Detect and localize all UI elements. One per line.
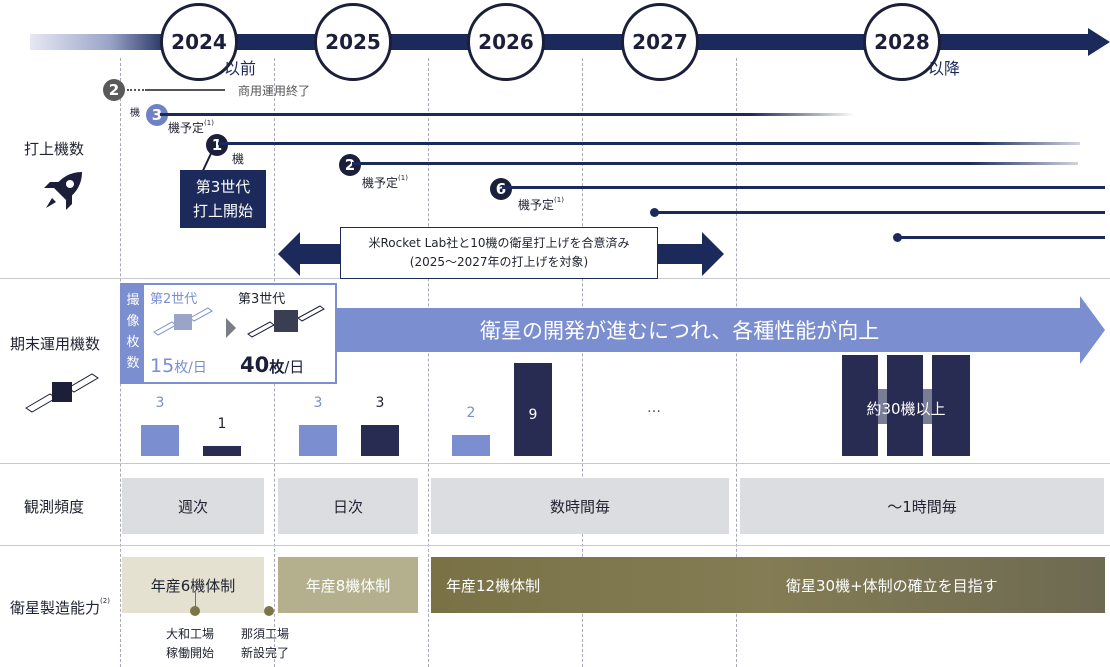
bar-2028-connector — [923, 389, 932, 424]
gen3-box-line2: 打上開始 — [192, 202, 253, 220]
year-2028: 2028 — [863, 3, 941, 81]
launch-line — [898, 236, 1105, 239]
bar-2028-c — [932, 355, 970, 456]
mfg-cap8: 年産8機体制 — [278, 557, 418, 613]
launch-dot — [893, 233, 902, 242]
row-label-frequency: 観測頻度 — [24, 498, 85, 516]
bar-2026-s0 — [452, 435, 490, 456]
scheduled-label: 機予定(1) — [168, 119, 214, 135]
bar-2024-s0 — [141, 425, 179, 456]
satellite-icon — [25, 373, 99, 413]
launch-line — [160, 113, 855, 116]
bar-value-label: 1 — [217, 415, 227, 432]
badge-2-ended: 2 — [103, 79, 125, 101]
year-divider — [582, 58, 583, 667]
year-label: 2027 — [632, 30, 688, 54]
ellipsis: … — [647, 400, 661, 416]
freq-hourly: 数時間毎 — [431, 478, 729, 534]
bar-value-label: 3 — [155, 395, 165, 412]
timeline-arrowhead — [1088, 28, 1110, 56]
timeline-bar — [30, 34, 1092, 50]
unit-ki: 機 — [130, 108, 140, 119]
mfg-cap30: 衛星30機+体制の確立を目指す — [786, 577, 998, 595]
scheduled-label: 機予定(1) — [518, 196, 564, 212]
nasu-marker — [264, 606, 274, 616]
yamato-marker — [190, 606, 200, 616]
bar-2028-connector — [878, 389, 887, 424]
mfg-cap6: 年産6機体制 — [122, 557, 264, 613]
ended-dotted-line — [127, 89, 147, 91]
bar-2026-s1 — [514, 363, 552, 456]
bar-2028-label: 約30機以上 — [866, 400, 946, 418]
launch-line — [218, 142, 1080, 145]
year-2024: 2024 — [160, 3, 238, 81]
end-commercial-text: 商用運用終了 — [238, 84, 311, 98]
badge-1: 1 — [206, 134, 228, 156]
unit-ki-1: 機 — [232, 152, 245, 166]
bar-2028-a — [842, 355, 878, 456]
year-2027: 2027 — [621, 3, 699, 81]
badge-6: 6 — [490, 178, 512, 200]
performance-arrow — [300, 296, 1105, 364]
freq-one-hour: ～1時間毎 — [740, 478, 1104, 534]
rocketlab-line2: (2025～2027年の打上げを対象) — [409, 255, 589, 269]
launch-line — [656, 211, 1105, 214]
row-label-manufacturing: 衛星製造能力(2) — [10, 597, 110, 617]
row-separator — [0, 463, 1110, 464]
gen3-count: 40枚/日 — [240, 353, 305, 377]
bar-value-label: 9 — [528, 407, 538, 424]
launch-line — [352, 162, 1078, 165]
year-2028-suffix: 以降 — [928, 59, 961, 78]
gen3-satellite-icon — [247, 305, 325, 338]
gen3-label: 第3世代 — [238, 292, 286, 307]
rocketlab-line1: 米Rocket Lab社と10機の衛星打上げを合意済み — [368, 236, 630, 250]
row-label-operating: 期末運用機数 — [10, 335, 101, 353]
bar-2024-s1 — [203, 445, 241, 456]
gen2-label: 第2世代 — [150, 292, 198, 307]
factory-connector — [195, 590, 196, 610]
badge-2-2025: 2 — [339, 154, 361, 176]
bar-value-label: 2 — [466, 405, 476, 422]
bar-value-label: 3 — [375, 395, 385, 412]
year-divider — [736, 58, 737, 667]
ended-line — [147, 89, 225, 91]
badge-3: 3 — [146, 104, 168, 126]
yamato-label: 大和工場 稼働開始 — [166, 627, 215, 660]
mfg-cap12: 年産12機体制 — [431, 557, 1105, 613]
year-divider — [428, 58, 429, 667]
scheduled-label: 機予定(1) — [362, 174, 408, 190]
row-separator — [0, 545, 1110, 546]
bar-2025-s1 — [361, 425, 399, 456]
gen3-box-line1: 第3世代 — [195, 178, 251, 196]
year-2024-suffix: 以前 — [224, 59, 257, 78]
freq-daily: 日次 — [278, 478, 418, 534]
nasu-label: 那須工場 新設完了 — [241, 627, 290, 660]
year-label: 2026 — [478, 30, 534, 54]
year-2025: 2025 — [314, 3, 392, 81]
bar-value-label: 3 — [313, 395, 323, 412]
gen2-count: 15枚/日 — [150, 355, 207, 377]
launch-line — [502, 186, 1105, 189]
rocket-icon — [44, 172, 82, 210]
year-label: 2025 — [325, 30, 381, 54]
imaging-vertical-label: 撮 像 枚 数 — [122, 285, 144, 382]
row-label-launch: 打上機数 — [24, 140, 85, 158]
gen3-launch-box: 第3世代 打上開始 — [180, 170, 266, 228]
year-label: 2028 — [874, 30, 930, 54]
year-2026: 2026 — [467, 3, 545, 81]
performance-arrow-text: 衛星の開発が進むにつれ、各種性能が向上 — [480, 319, 880, 343]
chevron-right-icon — [226, 318, 236, 338]
bar-2025-s0 — [299, 425, 337, 456]
freq-weekly: 週次 — [122, 478, 264, 534]
bar-2028-b — [887, 355, 923, 456]
launch-dot — [650, 208, 659, 217]
gen2-satellite-icon — [153, 307, 213, 336]
year-label: 2024 — [171, 30, 227, 54]
rocketlab-box: 米Rocket Lab社と10機の衛星打上げを合意済み (2025～2027年の… — [340, 227, 658, 279]
